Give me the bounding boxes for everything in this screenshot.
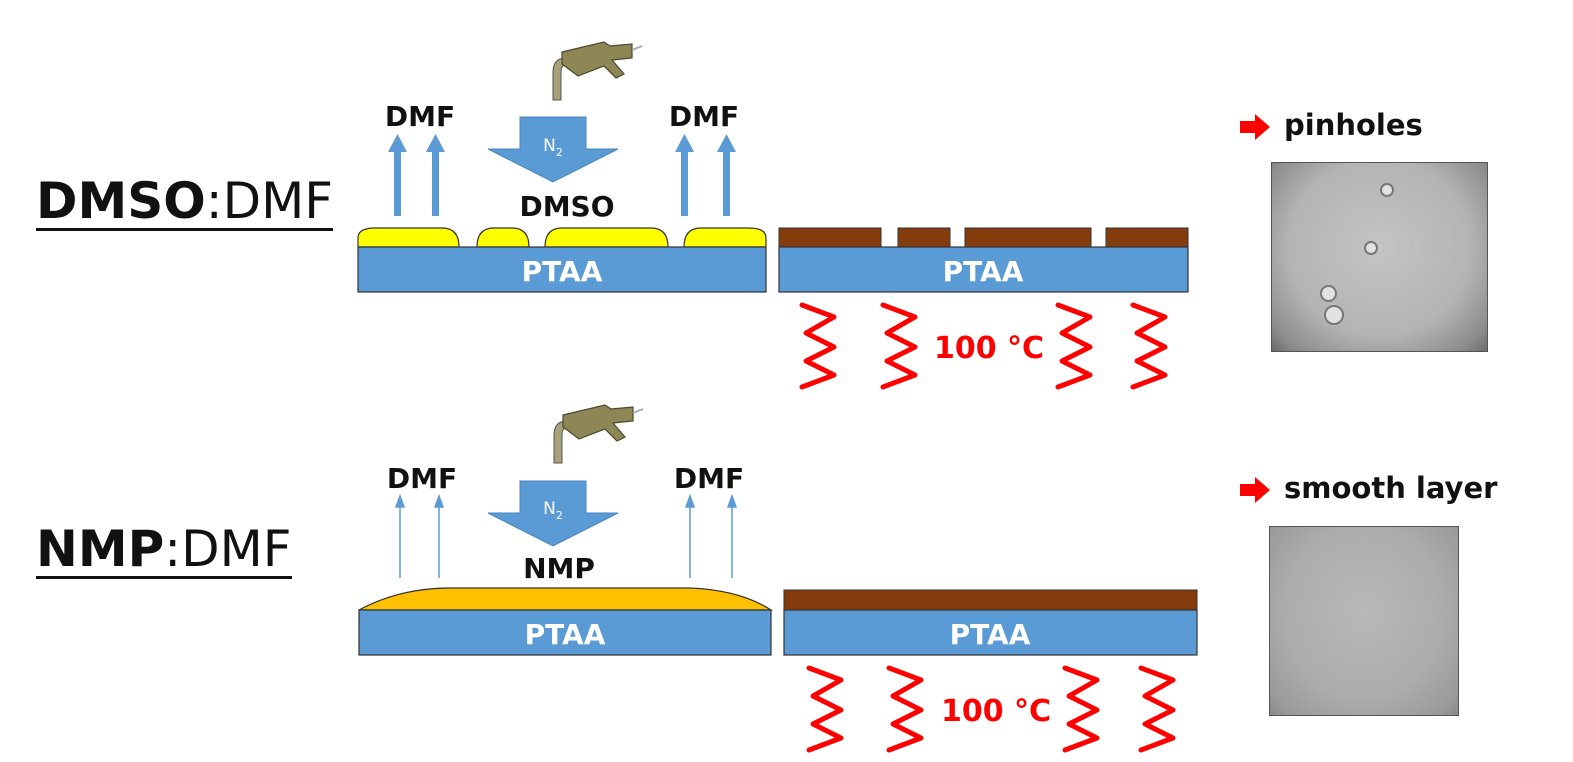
solvent-rest-label: :DMF: [164, 520, 292, 578]
red-arrow-icon: [1240, 477, 1270, 503]
gas-label: N2: [543, 136, 563, 159]
solvent-rest-label: :DMF: [205, 172, 334, 230]
heat-wave-icon: [1058, 305, 1090, 387]
vapor-arrows-left: [388, 134, 445, 216]
vapor-arrows-left: [394, 493, 445, 578]
row-2-process: N2 DMF DMF NMP PTAA PTAA: [358, 404, 1198, 750]
result-label: pinholes: [1284, 108, 1423, 142]
vapor-label-left: DMF: [387, 462, 457, 495]
smooth-film-photo: [1269, 526, 1459, 716]
residual-solvent-label: NMP: [523, 552, 595, 585]
perovskite-continuous: [783, 589, 1198, 611]
vapor-label-left: DMF: [385, 100, 455, 133]
heat-wave-icon: [809, 668, 841, 750]
vapor-arrows-right: [675, 134, 736, 216]
heat-wave-icon: [1065, 668, 1097, 750]
wet-film-continuous: [358, 587, 774, 611]
n2-flow-arrow-icon: [487, 480, 619, 547]
solvent-bold-label: DMSO: [36, 172, 206, 230]
vapor-label-right: DMF: [669, 100, 739, 133]
row-1-process: N2 DMF DMF DMSO PTAA: [357, 41, 1189, 387]
n2-gas-gun-icon: [552, 41, 643, 101]
vapor-arrows-right: [684, 493, 738, 578]
ptaa-label-left: PTAA: [522, 255, 603, 288]
residual-solvent-label: DMSO: [519, 190, 614, 223]
ptaa-label-right: PTAA: [943, 255, 1024, 288]
anneal-temperature: 100 °C: [941, 694, 1051, 729]
result-label: smooth layer: [1284, 471, 1498, 505]
ptaa-label-left: PTAA: [525, 618, 606, 651]
perovskite-islands: [778, 227, 1189, 248]
n2-flow-arrow-icon: [487, 116, 619, 183]
row-label-dmso-dmf: DMSO:DMF: [36, 176, 334, 231]
result-caption-smooth: smooth layer: [1240, 474, 1497, 503]
solvent-bold-label: NMP: [36, 520, 165, 578]
row-label-nmp-dmf: NMP:DMF: [36, 524, 292, 579]
gas-label: N2: [543, 499, 563, 522]
ptaa-substrate-left: [358, 609, 772, 656]
heat-wave-icon: [802, 305, 834, 387]
heat-wave-icon: [889, 668, 921, 750]
heat-wave-icon: [1133, 305, 1165, 387]
vapor-label-right: DMF: [674, 462, 744, 495]
result-caption-pinholes: pinholes: [1240, 111, 1423, 140]
ptaa-substrate-right: [783, 609, 1198, 656]
ptaa-substrate-right: [778, 246, 1189, 293]
ptaa-substrate-left: [357, 246, 767, 293]
ptaa-label-right: PTAA: [950, 618, 1031, 651]
pinholes-film-photo: [1271, 162, 1488, 352]
wet-film-islands: [357, 227, 767, 248]
anneal-temperature: 100 °C: [934, 331, 1044, 366]
red-arrow-icon: [1240, 114, 1270, 140]
n2-gas-gun-icon: [553, 404, 644, 464]
heat-wave-icon: [1141, 668, 1173, 750]
heat-wave-icon: [883, 305, 915, 387]
